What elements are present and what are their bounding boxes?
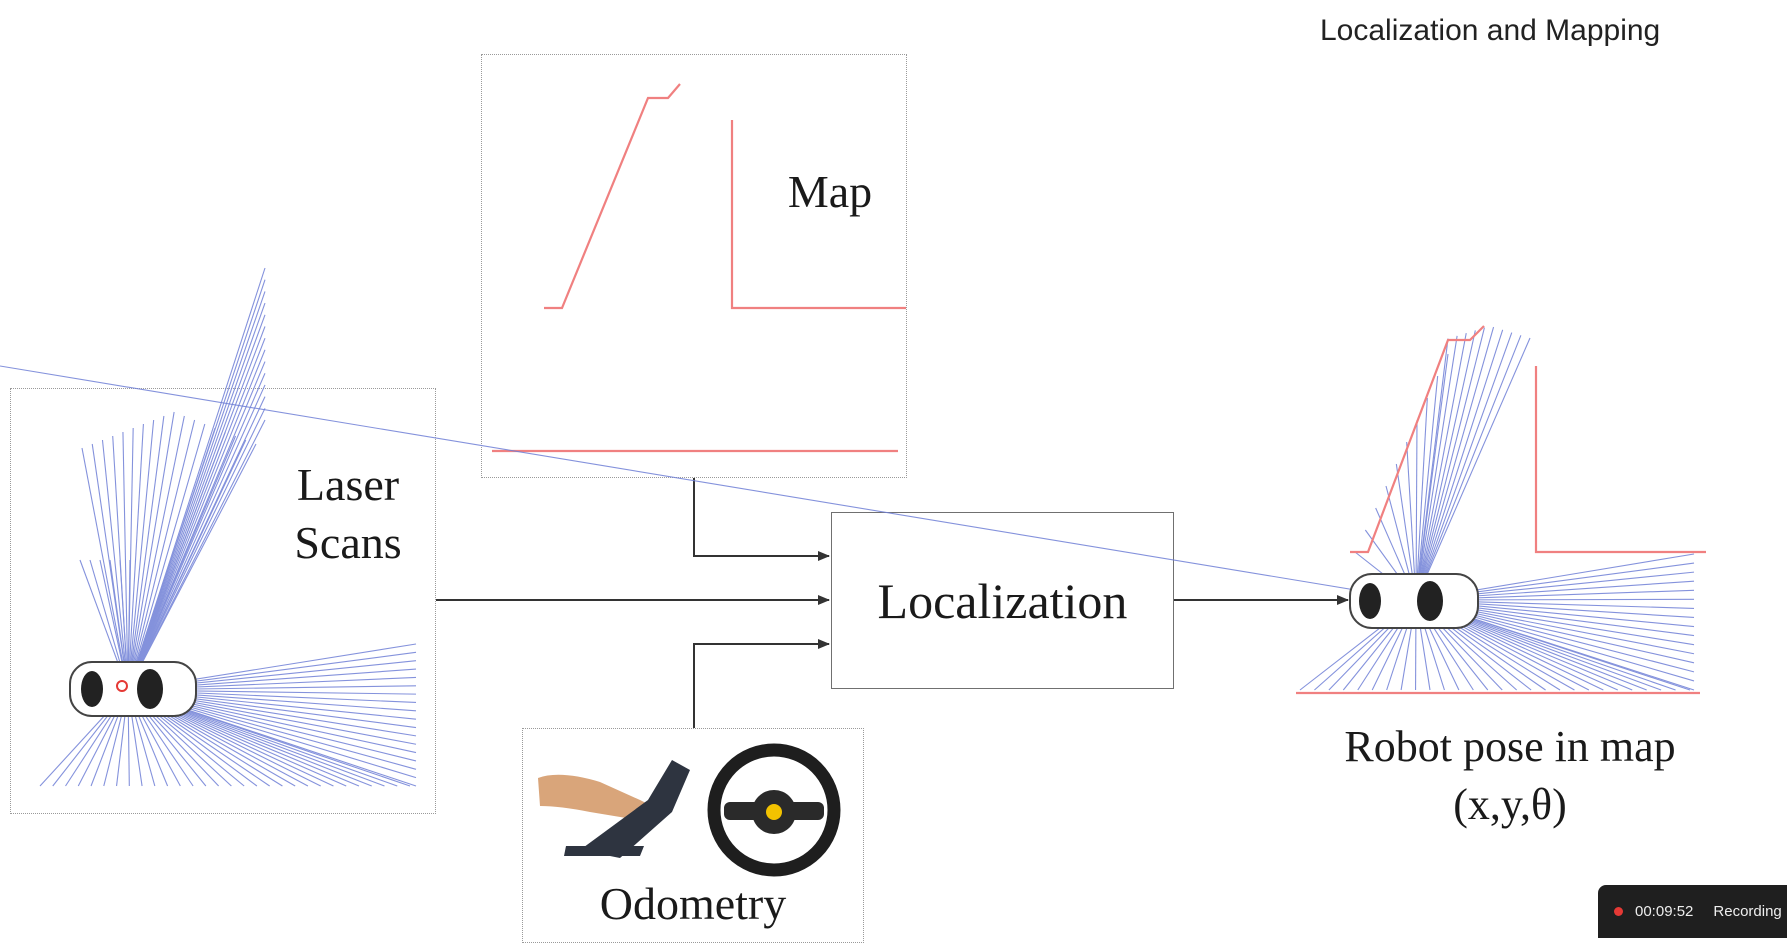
scan-ray bbox=[1416, 327, 1494, 600]
robot-pose-label: Robot pose in map (x,y,θ) bbox=[1290, 718, 1730, 834]
recording-indicator[interactable]: 00:09:52 Recording bbox=[1598, 885, 1787, 938]
recording-time: 00:09:52 bbox=[1635, 903, 1693, 920]
scan-ray bbox=[0, 366, 1416, 600]
recording-dot-icon bbox=[1614, 907, 1623, 916]
pose-car-icon bbox=[1350, 574, 1478, 628]
scan-ray bbox=[1416, 328, 1484, 600]
recording-label: Recording bbox=[1713, 903, 1781, 920]
scan-ray bbox=[1416, 336, 1457, 600]
scan-ray bbox=[1416, 333, 1512, 600]
